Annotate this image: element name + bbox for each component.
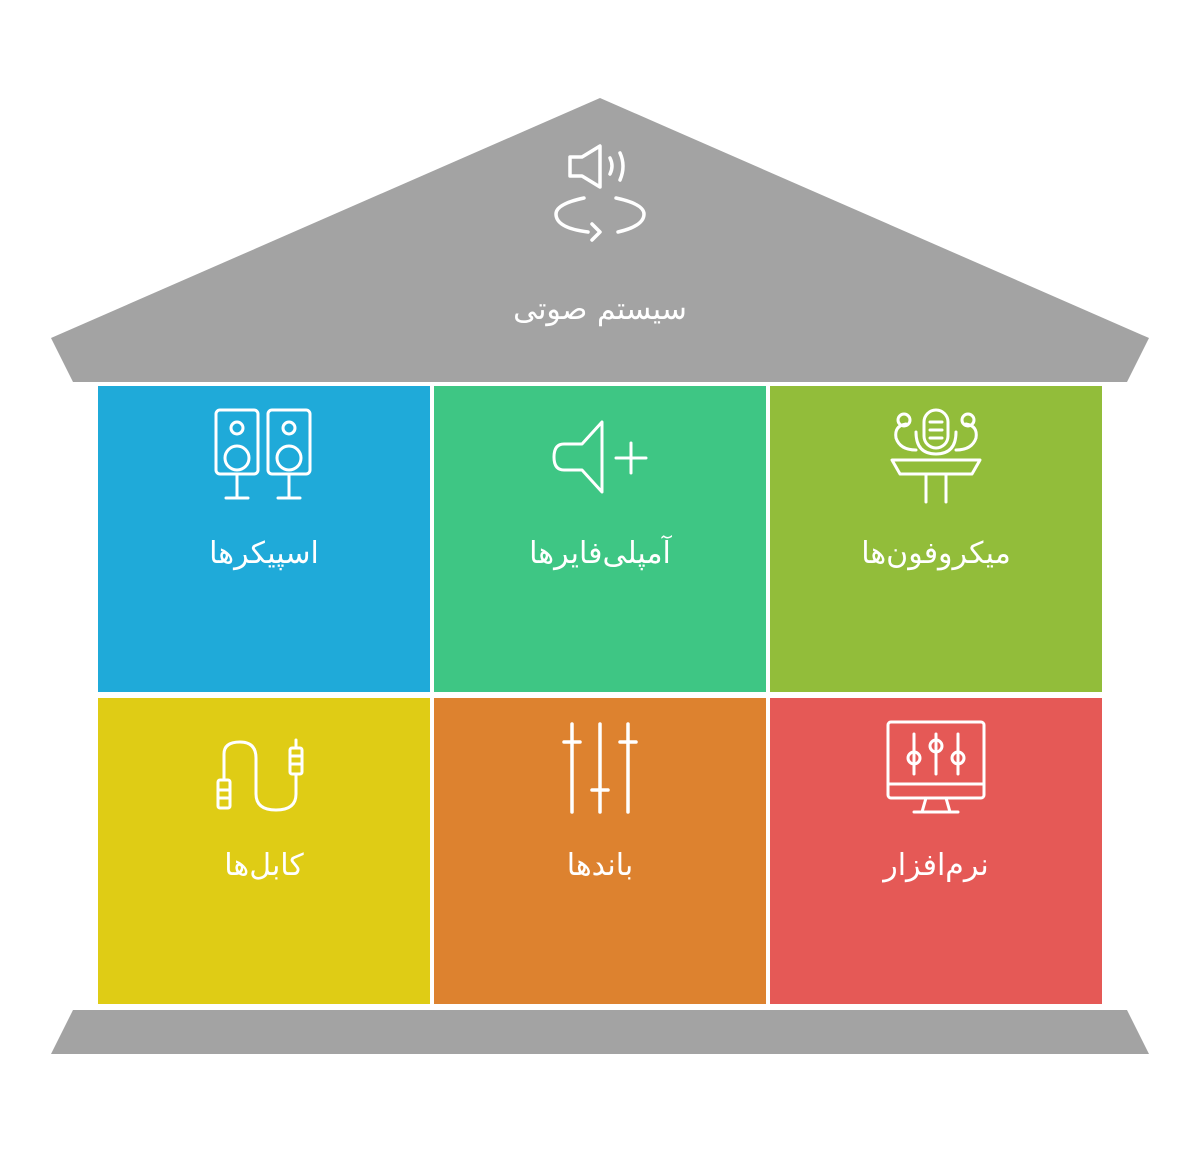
speakers-icon — [214, 408, 312, 500]
cell-software: نرم‌افزار — [770, 698, 1102, 1004]
cell-cables: کابل‌ها — [98, 698, 430, 1004]
microphone-stand-icon — [890, 408, 982, 504]
cell-microphones: میکروفون‌ها — [770, 386, 1102, 692]
cell-label-amplifiers: آمپلی‌فایرها — [529, 536, 671, 571]
cell-label-bands: باندها — [566, 848, 634, 883]
cell-speakers: اسپیکرها — [98, 386, 430, 692]
roof — [51, 98, 1149, 382]
cell-label-microphones: میکروفون‌ها — [861, 536, 1011, 571]
cell-bands: باندها — [434, 698, 766, 1004]
cell-amplifiers: آمپلی‌فایرها — [434, 386, 766, 692]
cell-label-speakers: اسپیکرها — [209, 536, 319, 571]
amplifier-icon — [552, 420, 648, 494]
cell-label-software: نرم‌افزار — [883, 848, 989, 883]
audio-cable-icon — [216, 738, 304, 812]
equalizer-sliders-icon — [562, 722, 638, 814]
cell-label-cables: کابل‌ها — [224, 848, 304, 883]
speaker-rotate-icon — [554, 144, 646, 242]
roof-title: سیستم صوتی — [513, 292, 687, 327]
monitor-mixer-icon — [886, 720, 986, 814]
